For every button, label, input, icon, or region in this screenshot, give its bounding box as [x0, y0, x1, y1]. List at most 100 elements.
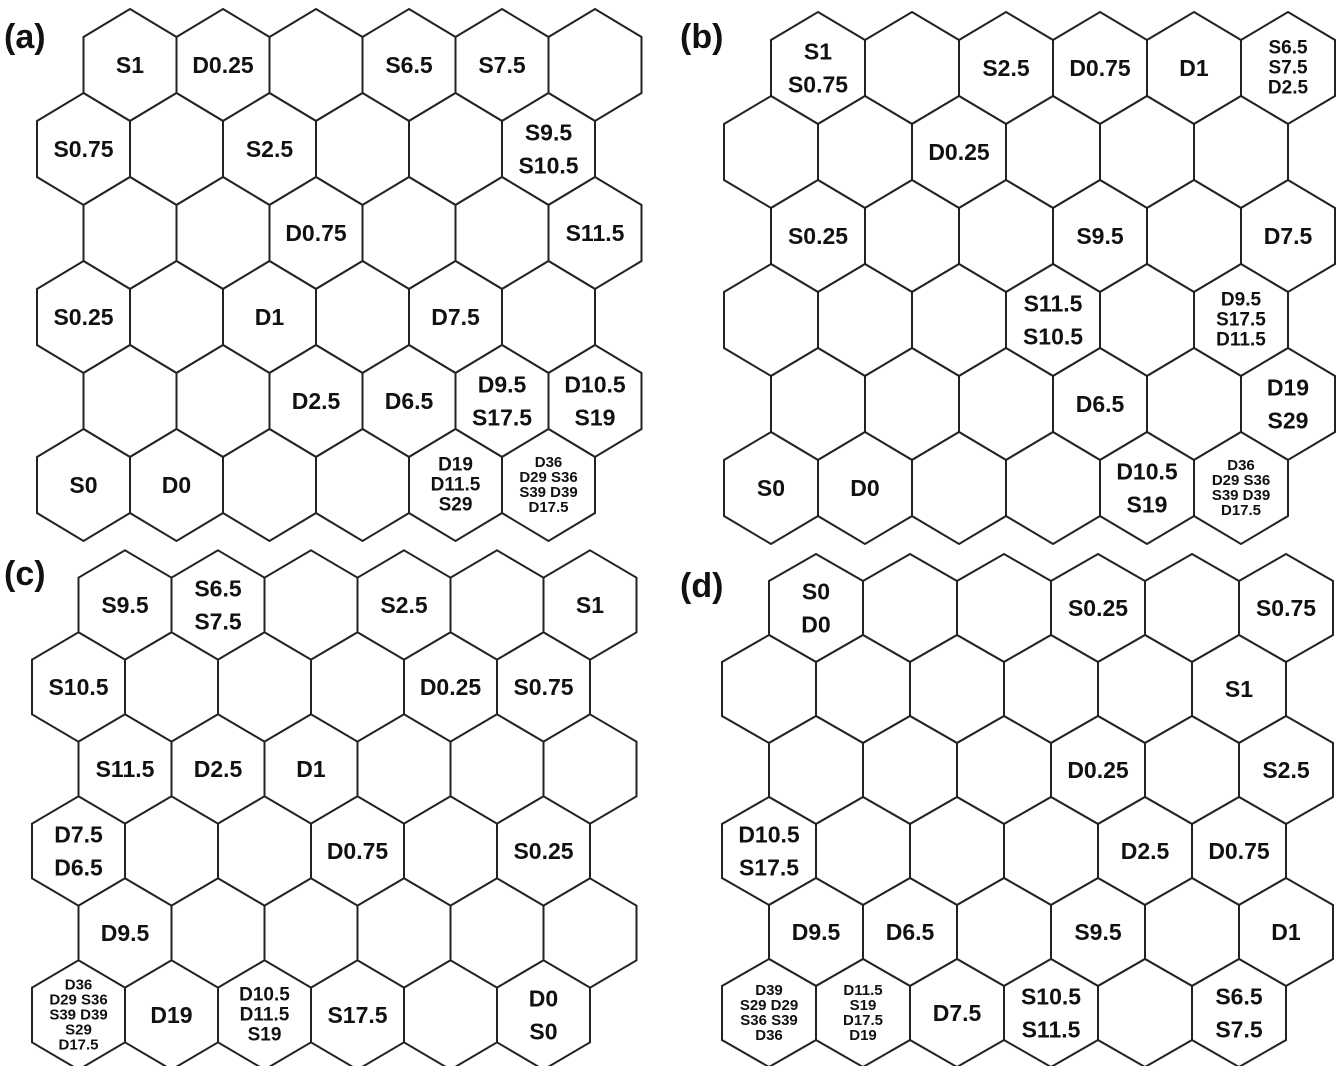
hex-cell-label: S10.5 [1021, 984, 1081, 1010]
hex-cell-label: S0.75 [53, 136, 113, 162]
panel-label: (a) [4, 18, 46, 56]
hex-cell-label: D2.5 [1268, 78, 1309, 99]
hex-cell-label: S39 D39 [519, 484, 577, 501]
hex-cell-label: D0.75 [285, 220, 347, 246]
hex-cell-label: D9.5 [1221, 290, 1262, 311]
hex-cell-label: S11.5 [1022, 1017, 1081, 1043]
hex-cell-label: S19 [1127, 492, 1168, 518]
hex-cell [1193, 430, 1289, 546]
hex-cell-label: S39 D39 [49, 1007, 107, 1024]
hex-cell-label: D39 [755, 982, 783, 999]
hex-cell-label: D9.5 [792, 919, 841, 945]
hex-cell-label: D11.5 [240, 1005, 290, 1026]
hex-cell-label: S19 [575, 405, 616, 431]
hex-cell-label: S9.5 [1074, 919, 1122, 945]
hex-cell-label: D6.5 [385, 388, 434, 414]
hex-cell-label: S0 [529, 1019, 557, 1045]
hex-cell-label: D11.5 [1216, 330, 1266, 351]
hex-cell-label: S19 [248, 1025, 282, 1046]
hex-cell-label: S29 D29 [740, 997, 798, 1014]
hex-cell-label: S36 S39 [740, 1012, 798, 1029]
hex-cell-label: S29 [1268, 408, 1309, 434]
hex-cell-label: D17.5 [58, 1037, 98, 1054]
hex-cell-label: S10.5 [518, 153, 578, 179]
hex-cell-label: S2.5 [380, 592, 428, 618]
hex-cell-label: S9.5 [1076, 223, 1124, 249]
hex-cell-label: D10.5 [738, 822, 800, 848]
hex-cell-label: D17.5 [1221, 502, 1261, 519]
hex-cell [501, 427, 596, 543]
hex-cell-label: S0 [757, 475, 785, 501]
hex-cell-label: D10.5 [1116, 459, 1178, 485]
hex-cell-label: S17.5 [472, 405, 532, 431]
hex-cell-label: S39 D39 [1212, 487, 1270, 504]
hex-cell-label: D0.25 [420, 674, 482, 700]
hex-cell-label: D29 S36 [1212, 472, 1270, 489]
hex-cell-label: D19 [1267, 375, 1309, 401]
hex-cell-label: D0.25 [1067, 757, 1129, 783]
hex-cell-label: D0.25 [192, 52, 254, 78]
hex-cell-label: D0 [529, 986, 558, 1012]
hex-cell-label: D9.5 [101, 920, 150, 946]
hex-cell-label: D0.75 [1069, 55, 1131, 81]
hex-cell-label: D10.5 [564, 372, 626, 398]
hex-cell-label: S17.5 [739, 855, 799, 881]
hex-cell-label: D17.5 [528, 499, 568, 516]
hex-cell-label: D17.5 [843, 1012, 883, 1029]
hex-cell-label: D0 [801, 612, 830, 638]
hex-cell-label: S6.5 [385, 52, 433, 78]
hex-cell-label: S1 [576, 592, 604, 618]
hex-cell-label: S0.75 [513, 674, 573, 700]
hex-cell-label: S2.5 [1262, 757, 1310, 783]
hex-cell-label: S1 [1225, 676, 1253, 702]
hex-cell-label: S6.5 [1268, 38, 1308, 59]
hex-cell-label: S0.25 [53, 304, 113, 330]
panel-label: (c) [4, 555, 46, 593]
hex-cell-label: S11.5 [1024, 291, 1083, 317]
hex-cell-label: D1 [296, 756, 326, 782]
hex-cell-label: D1 [255, 304, 285, 330]
hex-cell-label: S6.5 [194, 576, 242, 602]
hex-cell-label: D0.75 [327, 838, 389, 864]
hex-cell-label: D0.75 [1208, 838, 1270, 864]
hex-cell-label: S0 [69, 472, 97, 498]
hex-cell-label: S17.5 [1216, 310, 1266, 331]
hex-cell-label: D2.5 [1121, 838, 1170, 864]
hex-cell-label: S2.5 [982, 55, 1030, 81]
hex-cell-label: D19 [150, 1002, 192, 1028]
hex-cell-label: S0.25 [1068, 595, 1128, 621]
hex-cell-label: D7.5 [1264, 223, 1313, 249]
hex-cell-label: D1 [1179, 55, 1209, 81]
hex-cell-label: D29 S36 [49, 992, 107, 1009]
hex-cell-label: S1 [804, 39, 832, 65]
hex-cell-label: D10.5 [239, 985, 290, 1006]
hex-cell-label: D36 [535, 454, 563, 471]
hex-cell [1191, 957, 1287, 1066]
hex-cell-label: S29 [439, 495, 473, 516]
hex-cell-label: S17.5 [327, 1002, 387, 1028]
hex-cell-label: S0.75 [1256, 595, 1316, 621]
hex-cell-label: S10.5 [48, 674, 108, 700]
hex-cell-label: D0.25 [928, 139, 990, 165]
hex-cell-label: S6.5 [1215, 984, 1263, 1010]
hex-cell-label: S9.5 [525, 120, 573, 146]
hex-cell-label: S0.25 [513, 838, 573, 864]
hex-cell-label: S11.5 [96, 756, 155, 782]
hex-cell-label: D19 [438, 455, 473, 476]
hex-cell-label: S10.5 [1023, 324, 1083, 350]
hex-cell-label: D36 [65, 977, 93, 994]
hex-cell-label: D0 [850, 475, 879, 501]
hex-cell-label: D19 [849, 1027, 877, 1044]
hex-cell-label: D6.5 [1076, 391, 1125, 417]
hex-cell-label: S7.5 [1215, 1017, 1263, 1043]
hex-cell-label: D7.5 [933, 1000, 982, 1026]
hex-cell-label: S0.25 [788, 223, 848, 249]
hex-cell-label: D36 [1227, 457, 1255, 474]
hex-cell-label: S7.5 [194, 609, 242, 635]
hex-cell-label: D9.5 [478, 372, 527, 398]
hex-cell-label: S11.5 [566, 220, 625, 246]
